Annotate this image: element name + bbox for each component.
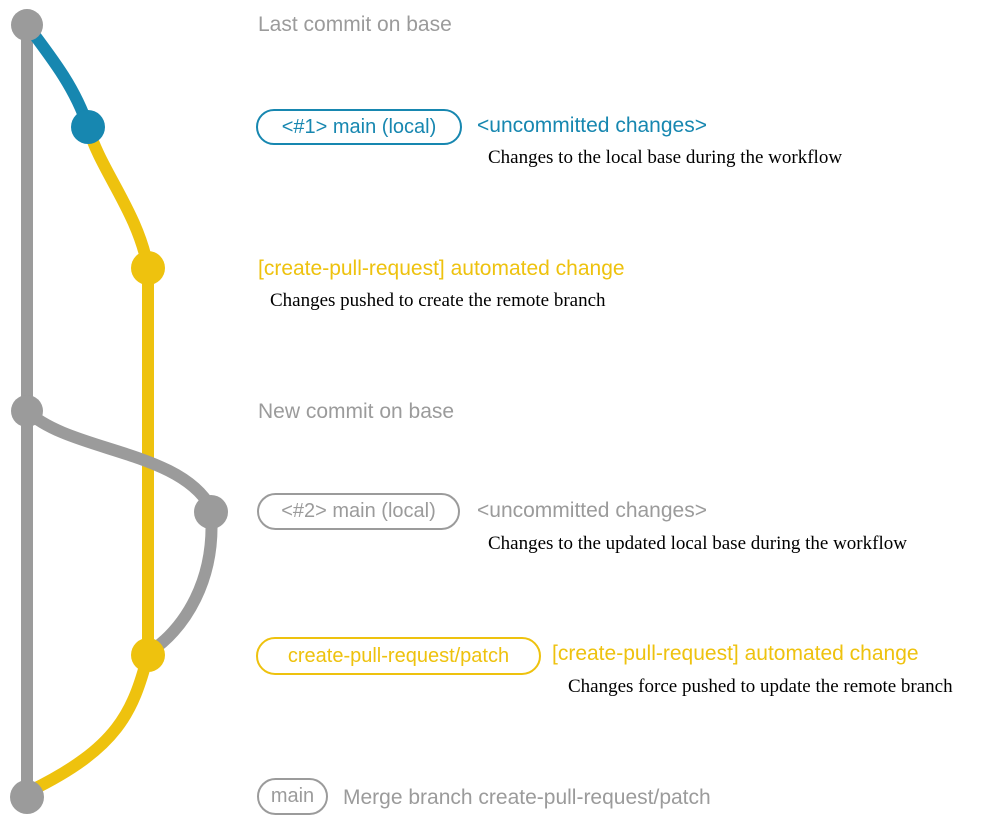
note-updated-local-base-changes: Changes to the updated local base during… [488,533,907,554]
commit-dot-automated-1 [131,251,165,285]
updated-local-curve-out [146,511,218,657]
commit-dot-new-base [11,395,43,427]
note-pushed-create-branch: Changes pushed to create the remote bran… [270,290,606,311]
label-last-commit-on-base: Last commit on base [258,13,452,36]
remote-branch-curve-top [82,125,154,270]
badge-main: main [257,778,328,815]
badge-main-local-1: <#1> main (local) [256,109,462,145]
badge-create-pull-request-patch: create-pull-request/patch [256,637,541,675]
label-merge-branch: Merge branch create-pull-request/patch [343,786,711,809]
label-new-commit-on-base: New commit on base [258,400,455,423]
commit-dot-automated-2 [131,638,165,672]
label-automated-change-1: [create-pull-request] automated change [258,257,625,280]
label-automated-change-2: [create-pull-request] automated change [552,642,919,665]
badge-main-local-2: <#2> main (local) [257,493,460,530]
commit-dot-merge [10,780,44,814]
branch-graph [10,9,228,814]
note-force-pushed-update-branch: Changes force pushed to update the remot… [568,676,953,697]
note-local-base-changes: Changes to the local base during the wor… [488,147,843,168]
badge-main-local-2-label: <#2> main (local) [281,500,436,522]
commit-dot-local-1 [71,110,105,144]
commit-dot-last-base [11,9,43,41]
commit-dot-local-2 [194,495,228,529]
badge-main-local-1-label: <#1> main (local) [281,115,437,138]
updated-local-curve-in [22,406,217,512]
label-uncommitted-changes-1: <uncommitted changes> [477,114,707,137]
badge-create-pull-request-patch-label: create-pull-request/patch [287,644,510,667]
local-main-curve [22,21,94,129]
merge-curve [27,653,154,797]
badge-main-label: main [270,785,315,807]
label-uncommitted-changes-2: <uncommitted changes> [477,499,707,522]
